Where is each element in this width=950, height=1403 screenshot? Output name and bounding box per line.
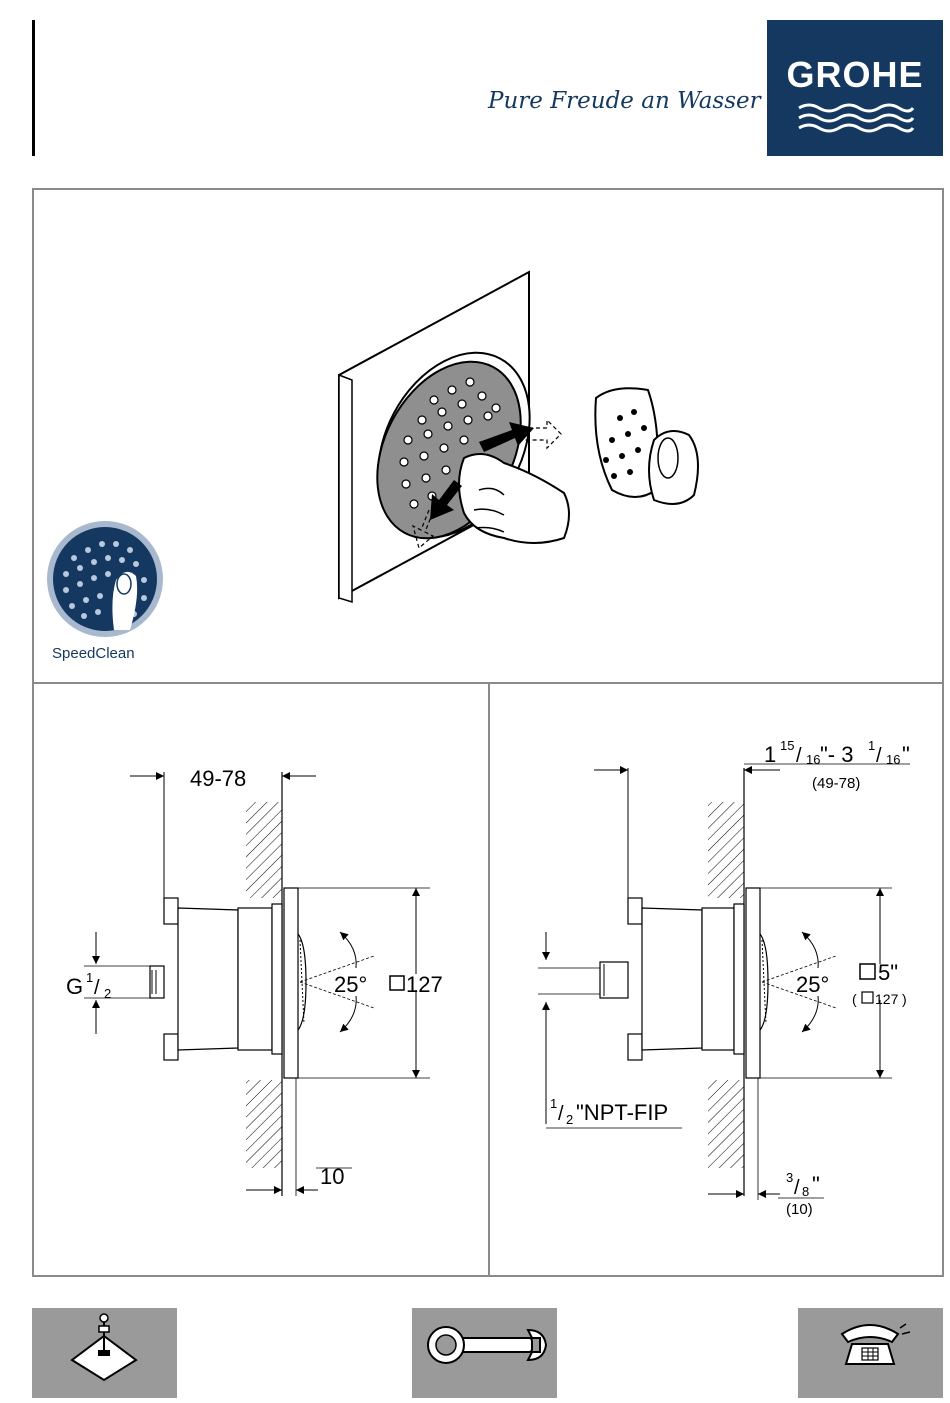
imperial-drawing-svg: 1 15 / 16 "- 3 1 / 16 " (49-78) 1 / 2 "N… [490,684,942,1275]
npt-numerator: 1 [550,1096,557,1111]
wrench-icon [412,1308,557,1398]
metric-drawing-svg: 49-78 G 1 / 2 25° 127 [34,684,488,1275]
plate-thickness-label: 10 [320,1164,344,1189]
cleaning-illustration-panel [32,188,944,684]
left-plate-size: 127 [406,972,443,997]
npt-denominator: 2 [566,1112,573,1127]
svg-text:): ) [902,991,907,1007]
grohe-logo: GROHE [767,20,943,156]
imperial-dimension-drawing: 1 15 / 16 "- 3 1 / 16 " (49-78) 1 / 2 "N… [488,682,944,1277]
thread-denominator: 2 [104,986,111,1001]
metric-dimension-drawing: 49-78 G 1 / 2 25° 127 [32,682,490,1277]
depth-b-denominator: 16 [886,752,900,767]
logo-waves-icon [797,102,915,138]
logo-wordmark: GROHE [767,54,943,96]
thread-label: G [66,974,83,999]
svg-text:/: / [94,977,100,999]
svg-text:/: / [558,1103,564,1125]
svg-text:": " [812,1172,820,1197]
thickness-metric: (10) [786,1201,813,1218]
speedclean-illustration [34,190,942,682]
speedclean-badge-icon [44,518,166,640]
speedclean-label: SpeedClean [52,645,135,662]
brand-tagline: Pure Freude an Wasser [488,88,761,114]
thickness-numerator: 3 [786,1170,793,1185]
depth-metric-label: (49-78) [812,775,860,792]
thread-numerator: 1 [86,970,93,985]
right-plate-metric: 127 [875,991,899,1007]
depth-a-numerator: 15 [780,738,794,753]
svg-text:(: ( [852,991,857,1007]
tools-tile[interactable] [412,1308,557,1398]
depth-range-label: 49-78 [190,766,246,791]
depth-a-denominator: 16 [806,752,820,767]
npt-label: "NPT-FIP [576,1100,668,1125]
right-plate-size: 5" [878,960,898,985]
svg-text:": " [902,742,910,767]
svg-text:/: / [876,745,882,767]
right-angle-label: 25° [796,972,829,997]
thickness-denominator: 8 [802,1184,809,1199]
header-rule [32,20,35,156]
svg-text:/: / [794,1177,800,1199]
depth-a-whole: 1 [764,742,776,767]
depth-separator: "- 3 [820,742,853,767]
installation-tile[interactable] [32,1308,177,1398]
service-tile[interactable] [798,1308,943,1398]
left-angle-label: 25° [334,972,367,997]
service-phone-icon [798,1308,943,1398]
svg-text:/: / [796,745,802,767]
installation-icon [32,1308,177,1398]
depth-b-numerator: 1 [868,738,875,753]
